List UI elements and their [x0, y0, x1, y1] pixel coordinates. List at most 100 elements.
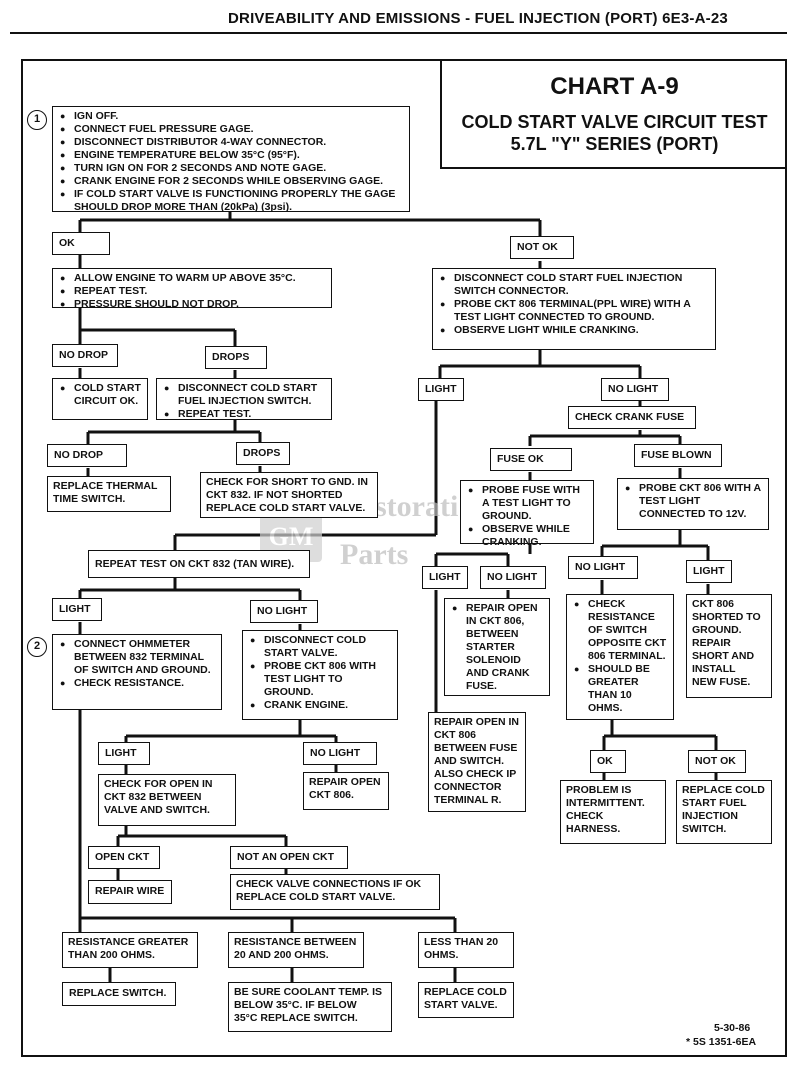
step-text: PROBE CKT 806 TERMINAL(PPL WIRE) WITH A … [440, 298, 710, 324]
warm-up-box: ALLOW ENGINE TO WARM UP ABOVE 35°C. REPE… [52, 268, 332, 311]
chart-number: CHART A-9 [550, 73, 679, 100]
check-resistance-switch-box: CHECK RESISTANCE OF SWITCH OPPOSITE CKT … [566, 594, 674, 720]
no-light-label-3: NO LIGHT [568, 556, 638, 579]
step-text: OBSERVE LIGHT WHILE CRANKING. [440, 324, 710, 337]
check-valve-connections-box: CHECK VALVE CONNECTIONS IF OK REPLACE CO… [230, 874, 440, 910]
replace-thermal-box: REPLACE THERMAL TIME SWITCH. [47, 476, 171, 512]
not-ok-label-2: NOT OK [688, 750, 746, 773]
check-crank-fuse-box: CHECK CRANK FUSE [568, 406, 696, 429]
initial-test-box: IGN OFF. CONNECT FUEL PRESSURE GAGE. DIS… [52, 106, 410, 214]
step-text: CHECK RESISTANCE. [60, 677, 216, 690]
connect-ohmmeter-box: CONNECT OHMMETER BETWEEN 832 TERMINAL OF… [52, 634, 222, 710]
check-short-box: CHECK FOR SHORT TO GND. IN CKT 832. IF N… [200, 472, 378, 518]
step-text: RESISTANCE GREATER THAN 200 OHMS. [68, 936, 189, 961]
step-text: REPLACE THERMAL TIME SWITCH. [53, 480, 158, 505]
drops-label: DROPS [205, 346, 267, 369]
disconnect-switch-box: DISCONNECT COLD START FUEL INJECTION SWI… [156, 378, 332, 421]
footer-code: * 5S 1351-6EA [686, 1036, 757, 1048]
no-light-label: NO LIGHT [601, 378, 669, 401]
step-text: IGN OFF. [60, 110, 404, 123]
chart-frame [21, 59, 787, 1057]
step-text: SHOULD BE GREATER THAN 10 OHMS. [574, 663, 668, 715]
open-ckt-label: OPEN CKT [88, 846, 160, 869]
step-text: DISCONNECT COLD START VALVE. [250, 634, 392, 660]
probe-ckt806-12v-box: PROBE CKT 806 WITH A TEST LIGHT CONNECTE… [617, 478, 769, 530]
step-text: DISCONNECT COLD START FUEL INJECTION SWI… [440, 272, 710, 298]
coolant-temp-box: BE SURE COOLANT TEMP. IS BELOW 35°C. IF … [228, 982, 392, 1032]
step-text: CRANK ENGINE. [250, 699, 392, 712]
step-text: CHECK FOR SHORT TO GND. IN CKT 832. IF N… [206, 476, 368, 514]
fuse-ok-label: FUSE OK [490, 448, 572, 471]
light-label-4: LIGHT [52, 598, 102, 621]
footer-date: 5-30-86 [714, 1022, 751, 1034]
step-text: REPLACE COLD START FUEL INJECTION SWITCH… [682, 784, 765, 835]
replace-valve-box: REPLACE COLD START VALVE. [418, 982, 514, 1018]
replace-switch-fuel-box: REPLACE COLD START FUEL INJECTION SWITCH… [676, 780, 772, 844]
step-text: PRESSURE SHOULD NOT DROP. [60, 298, 326, 311]
step-text: OBSERVE WHILE CRANKING. [468, 523, 588, 549]
no-light-label-5: NO LIGHT [303, 742, 377, 765]
step-text: CHECK FOR OPEN IN CKT 832 BETWEEN VALVE … [104, 778, 213, 816]
repeat-test-832-box: REPEAT TEST ON CKT 832 (TAN WIRE). [88, 550, 310, 578]
disconnect-cold-start-box: DISCONNECT COLD START FUEL INJECTION SWI… [432, 268, 716, 350]
chart-title-line: COLD START VALVE CIRCUIT TEST [461, 112, 768, 132]
resistance-between-box: RESISTANCE BETWEEN 20 AND 200 OHMS. [228, 932, 364, 968]
repair-wire-box: REPAIR WIRE [88, 880, 172, 904]
fuse-blown-label: FUSE BLOWN [634, 444, 722, 467]
step-text: LESS THAN 20 OHMS. [424, 936, 499, 961]
step-text: CRANK ENGINE FOR 2 SECONDS WHILE OBSERVI… [60, 175, 404, 188]
step-marker-1: 1 [27, 110, 47, 130]
repair-open-fuse-switch-box: REPAIR OPEN IN CKT 806 BETWEEN FUSE AND … [428, 712, 526, 812]
step-text: COLD START CIRCUIT OK. [60, 382, 142, 408]
disconnect-valve-box: DISCONNECT COLD START VALVE. PROBE CKT 8… [242, 630, 398, 720]
cold-start-ok-box: COLD START CIRCUIT OK. [52, 378, 148, 420]
step-text: PROBE CKT 806 WITH TEST LIGHT TO GROUND. [250, 660, 392, 699]
check-open-832-box: CHECK FOR OPEN IN CKT 832 BETWEEN VALVE … [98, 774, 236, 826]
drops-label-2: DROPS [236, 442, 290, 465]
intermittent-box: PROBLEM IS INTERMITTENT. CHECK HARNESS. [560, 780, 666, 844]
light-label-3: LIGHT [686, 560, 732, 583]
resistance-greater-box: RESISTANCE GREATER THAN 200 OHMS. [62, 932, 198, 968]
light-label-2: LIGHT [422, 566, 468, 589]
step-text: DISCONNECT DISTRIBUTOR 4-WAY CONNECTOR. [60, 136, 404, 149]
step-text: CONNECT OHMMETER BETWEEN 832 TERMINAL OF… [60, 638, 216, 677]
no-drop-label-2: NO DROP [47, 444, 127, 467]
ok-label: OK [52, 232, 110, 255]
not-open-ckt-label: NOT AN OPEN CKT [230, 846, 348, 869]
chart-title: COLD START VALVE CIRCUIT TEST 5.7L "Y" S… [442, 111, 787, 155]
probe-fuse-box: PROBE FUSE WITH A TEST LIGHT TO GROUND. … [460, 480, 594, 548]
watermark-text: Parts [340, 538, 409, 571]
step-text: BE SURE COOLANT TEMP. IS BELOW 35°C. IF … [234, 986, 382, 1024]
no-light-label-2: NO LIGHT [480, 566, 546, 589]
no-light-label-4: NO LIGHT [250, 600, 318, 623]
ok-label-2: OK [590, 750, 626, 773]
step-text: CHECK RESISTANCE OF SWITCH OPPOSITE CKT … [574, 598, 668, 663]
replace-switch-box: REPLACE SWITCH. [62, 982, 176, 1006]
step-text: PROBE CKT 806 WITH A TEST LIGHT CONNECTE… [625, 482, 763, 521]
light-label: LIGHT [418, 378, 464, 401]
repair-open-806-box: REPAIR OPEN CKT 806. [303, 772, 389, 810]
no-drop-label: NO DROP [52, 344, 118, 367]
step-text: RESISTANCE BETWEEN 20 AND 200 OHMS. [234, 936, 357, 961]
step-text: TURN IGN ON FOR 2 SECONDS AND NOTE GAGE. [60, 162, 404, 175]
step-text: IF COLD START VALVE IS FUNCTIONING PROPE… [60, 188, 404, 214]
chart-title-box: CHART A-9 COLD START VALVE CIRCUIT TEST … [440, 59, 787, 169]
not-ok-label: NOT OK [510, 236, 574, 259]
step-text: ALLOW ENGINE TO WARM UP ABOVE 35°C. [60, 272, 326, 285]
page-header: DRIVEABILITY AND EMISSIONS - FUEL INJECT… [228, 10, 728, 27]
step-text: PROBLEM IS INTERMITTENT. CHECK HARNESS. [566, 784, 645, 835]
step-marker-2: 2 [27, 637, 47, 657]
step-text: ENGINE TEMPERATURE BELOW 35°C (95°F). [60, 149, 404, 162]
step-text: REPEAT TEST. [164, 408, 326, 421]
step-text: CKT 806 SHORTED TO GROUND. REPAIR SHORT … [692, 598, 761, 688]
step-text: REPAIR OPEN IN CKT 806 BETWEEN FUSE AND … [434, 716, 519, 806]
step-text: PROBE FUSE WITH A TEST LIGHT TO GROUND. [468, 484, 588, 523]
chart-subtitle-line: 5.7L "Y" SERIES (PORT) [510, 134, 719, 154]
step-text: REPAIR OPEN CKT 806. [309, 776, 381, 801]
step-text: REPLACE COLD START VALVE. [424, 986, 507, 1011]
step-text: CONNECT FUEL PRESSURE GAGE. [60, 123, 404, 136]
step-text: DISCONNECT COLD START FUEL INJECTION SWI… [164, 382, 326, 408]
ckt806-shorted-box: CKT 806 SHORTED TO GROUND. REPAIR SHORT … [686, 594, 772, 698]
less-than-20-box: LESS THAN 20 OHMS. [418, 932, 514, 968]
header-rule [10, 32, 787, 34]
